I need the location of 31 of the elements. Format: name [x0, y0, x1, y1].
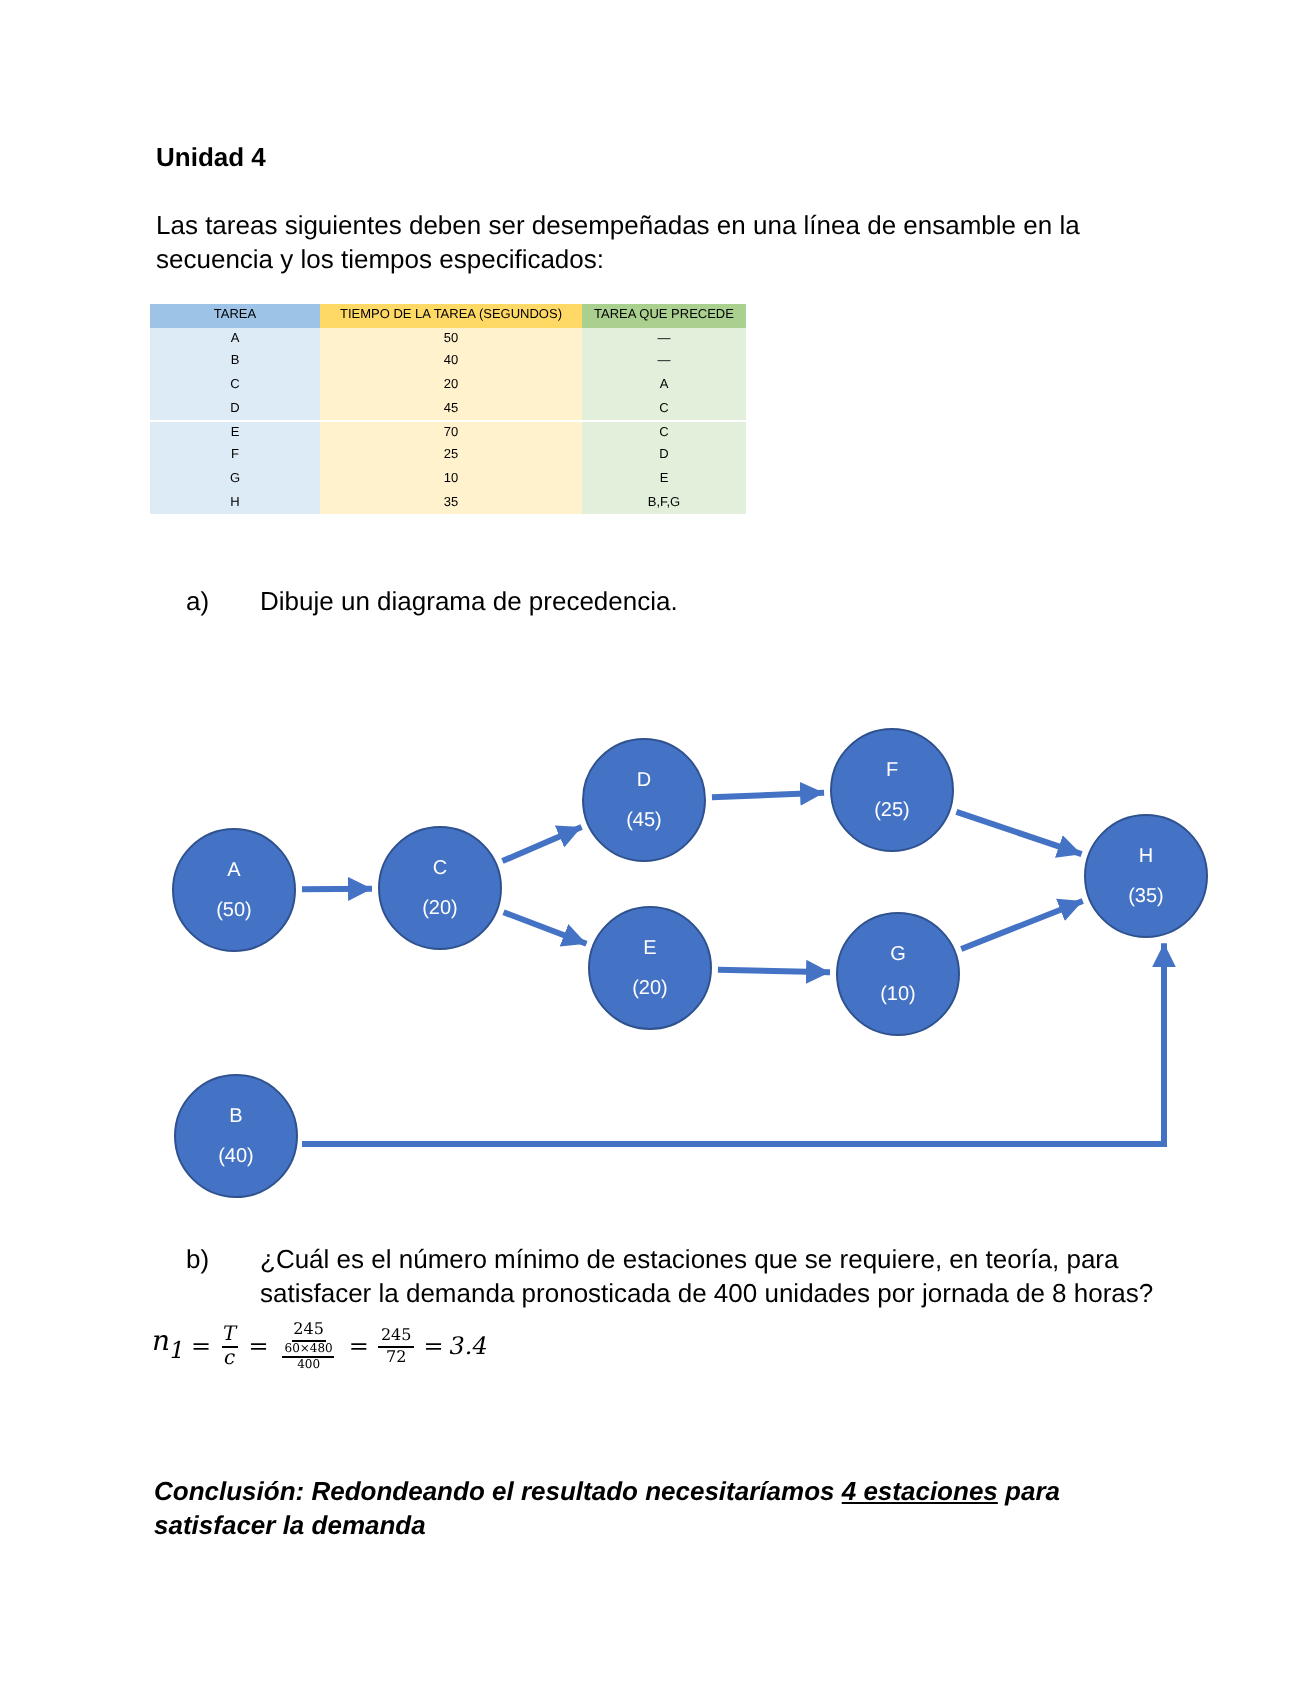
arrow — [717, 959, 831, 984]
conclusion: Conclusión: Redondeando el resultado necesitaríamos 4 estaciones para satisfacer la demanda — [154, 1474, 1062, 1542]
task-duration: (20) — [422, 897, 458, 919]
arrow — [502, 909, 588, 947]
list-marker: a) — [186, 584, 210, 618]
list-marker: b) — [186, 1242, 210, 1276]
task-duration: (40) — [218, 1145, 254, 1167]
arrow — [711, 781, 825, 806]
instruction: Dibuje un diagrama de precedencia. — [260, 584, 678, 618]
task-letter: B — [229, 1105, 243, 1127]
question: ¿Cuál es el número mínimo de estaciones que se requiere, en teoría, para satisfacer la demanda pronosticada de 400 unidades por jornada de 8 horas? — [260, 1242, 1156, 1310]
task-duration: (20) — [632, 977, 668, 999]
task-letter: F — [885, 759, 899, 781]
task-duration: (10) — [880, 983, 916, 1005]
heading: Unidad 4 — [156, 140, 266, 174]
arrow — [960, 898, 1084, 952]
task-letter: D — [636, 769, 652, 791]
task-duration: (50) — [216, 899, 252, 921]
task-duration: (35) — [1128, 885, 1164, 907]
task-letter: C — [432, 857, 448, 879]
arrow — [301, 876, 373, 901]
task-duration: (45) — [626, 809, 662, 831]
arrow — [955, 808, 1083, 858]
task-letter: A — [227, 859, 241, 881]
task-letter: G — [890, 943, 906, 965]
task-letter: E — [643, 937, 657, 959]
task-letter: H — [1138, 845, 1154, 867]
arrow — [302, 943, 1176, 1147]
paragraph: Las tareas siguientes deben ser desempeñadas en una línea de ensamble en la secuencia y los tiempos especificados: — [156, 208, 1082, 276]
task-duration: (25) — [874, 799, 910, 821]
arrow — [501, 824, 583, 864]
